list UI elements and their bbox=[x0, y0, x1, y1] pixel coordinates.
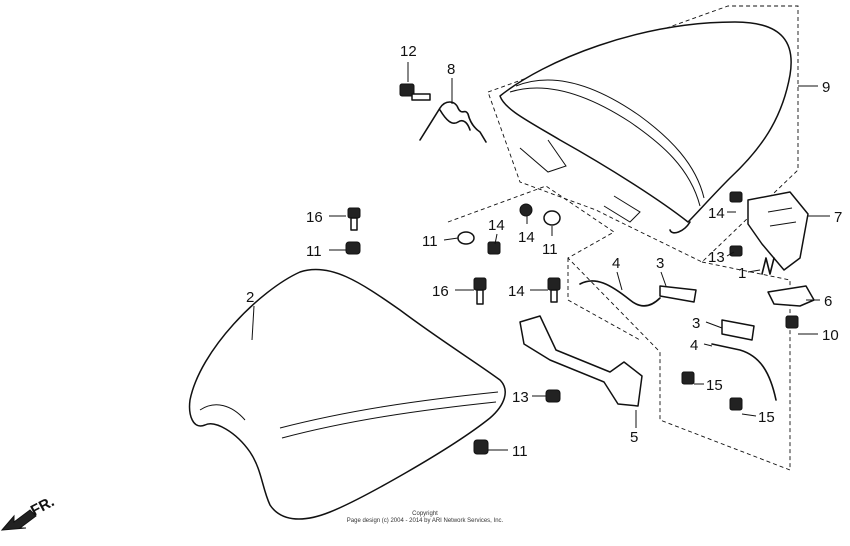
small-spring bbox=[761, 257, 775, 275]
main-seat bbox=[188, 268, 506, 520]
dashed-frame-group bbox=[447, 5, 799, 471]
front-direction-arrow: FR. bbox=[0, 493, 57, 531]
callout-14-lower: 14 bbox=[508, 283, 525, 300]
lower-frame bbox=[567, 258, 641, 341]
leader-lines bbox=[251, 62, 830, 451]
callout-11-left: 11 bbox=[306, 243, 322, 260]
callout-2: 2 bbox=[246, 289, 254, 306]
callout-14-mid2: 14 bbox=[518, 229, 535, 246]
callout-7: 7 bbox=[834, 209, 842, 226]
callout-15-lower: 15 bbox=[758, 409, 775, 426]
cable-4-lower bbox=[711, 343, 777, 401]
callout-5: 5 bbox=[630, 429, 638, 446]
cable-4-top bbox=[579, 280, 661, 307]
clip-3-lower bbox=[721, 319, 755, 341]
callout-14-mid: 14 bbox=[488, 217, 505, 234]
callout-4-lower: 4 bbox=[690, 337, 698, 354]
callout-3-lower: 3 bbox=[692, 315, 700, 332]
bolt-12 bbox=[399, 83, 431, 101]
callout-15-top: 15 bbox=[706, 377, 723, 394]
rear-seat-frame bbox=[487, 5, 799, 263]
callout-11-bottom: 11 bbox=[512, 443, 528, 460]
callout-13-lower: 13 bbox=[512, 389, 529, 406]
callout-8: 8 bbox=[447, 61, 455, 78]
bracket-5 bbox=[519, 315, 643, 407]
spring bbox=[419, 101, 487, 143]
callout-16-mid: 16 bbox=[432, 283, 449, 300]
callout-10: 10 bbox=[822, 327, 839, 344]
callout-13-right: 13 bbox=[708, 249, 725, 266]
callout-numbers: 12 8 9 16 11 11 14 14 11 14 7 13 1 2 16 … bbox=[246, 43, 842, 460]
hardware-parts bbox=[345, 191, 799, 455]
callout-12-top: 12 bbox=[400, 43, 417, 60]
bracket-6 bbox=[767, 285, 815, 307]
callout-1: 1 bbox=[738, 265, 746, 282]
callout-3-top: 3 bbox=[656, 255, 664, 272]
rear-seat-cowl bbox=[499, 21, 792, 234]
seat-latch bbox=[747, 191, 809, 271]
copyright-line-1: Copyright bbox=[412, 511, 438, 517]
callout-11-mid2: 11 bbox=[542, 241, 558, 258]
callout-16-left: 16 bbox=[306, 209, 323, 226]
callout-9: 9 bbox=[822, 79, 830, 96]
callout-4-top: 4 bbox=[612, 255, 620, 272]
callout-6: 6 bbox=[824, 293, 832, 310]
copyright-line-2: Page design (c) 2004 - 2014 by ARI Netwo… bbox=[346, 518, 504, 524]
clip-3-top bbox=[659, 285, 697, 303]
callout-11-mid: 11 bbox=[422, 233, 438, 250]
callout-14-right: 14 bbox=[708, 205, 725, 222]
